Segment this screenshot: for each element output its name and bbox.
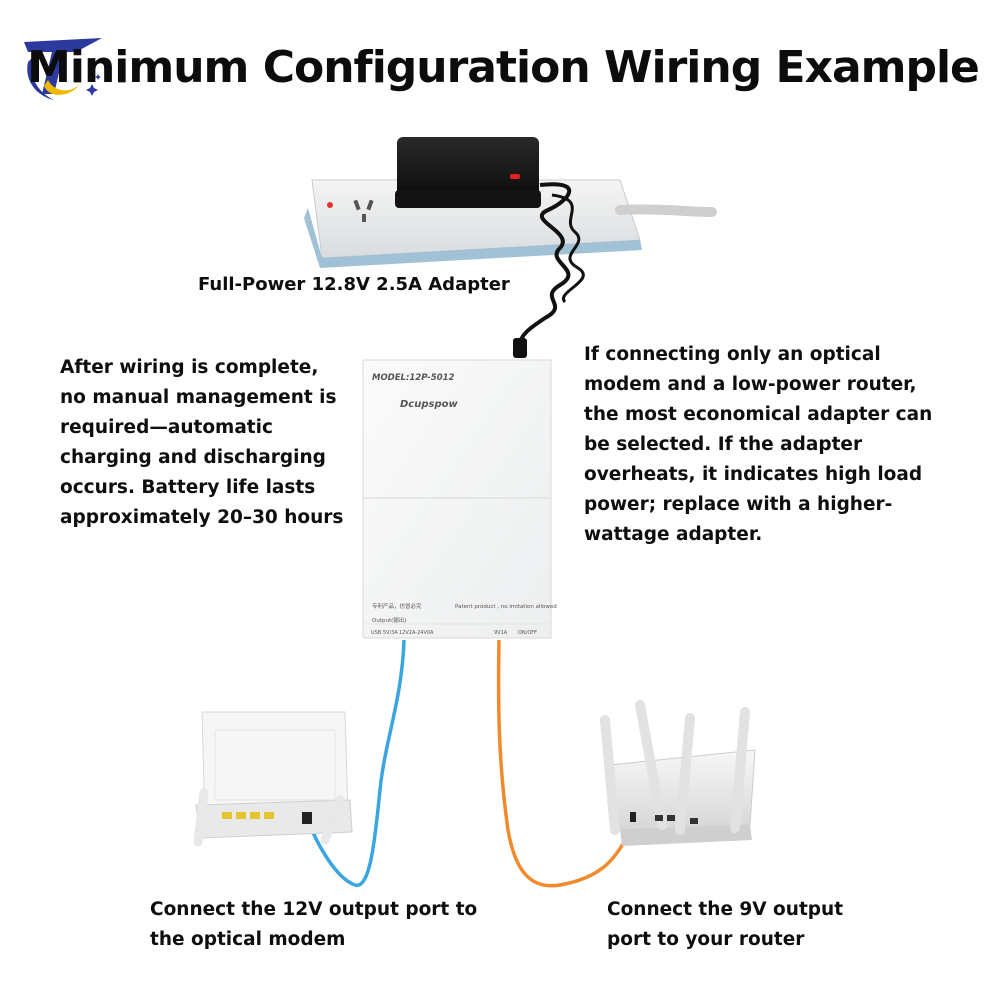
caption-modem: Connect the 12V output port to the optic… bbox=[150, 899, 478, 950]
ups-port-9v: 9V1A bbox=[494, 630, 508, 636]
ups-port-switch: ON/OFF bbox=[518, 630, 537, 636]
mini-ups-icon: MODEL:12P-5012 Dcupspow 专利产品，仿冒必究 Patent… bbox=[362, 359, 557, 639]
cable-9v bbox=[496, 639, 639, 888]
note-right: If connecting only an optical modem and … bbox=[584, 344, 933, 545]
router-icon bbox=[600, 700, 756, 846]
ups-port-12v: 12V2A-24V0A bbox=[399, 630, 434, 636]
page-title: Minimum Configuration Wiring Example bbox=[27, 42, 980, 93]
brand-logo-icon bbox=[24, 38, 102, 100]
ups-model-text: MODEL:12P-5012 bbox=[372, 373, 455, 383]
adapter-label: Full-Power 12.8V 2.5A Adapter bbox=[198, 274, 510, 295]
ups-output-label: Output(输出) bbox=[372, 616, 406, 624]
ups-brand-text: Dcupspow bbox=[400, 399, 458, 410]
power-adapter-icon bbox=[395, 137, 585, 358]
cable-12v bbox=[306, 639, 406, 887]
note-left: After wiring is complete, no manual mana… bbox=[60, 357, 344, 528]
caption-router: Connect the 9V output port to your route… bbox=[607, 899, 844, 950]
ups-port-usb: USB 5V/3A bbox=[371, 630, 398, 636]
optical-modem-icon bbox=[193, 711, 353, 847]
ups-footer-right: Patent product , no imitation allowed bbox=[455, 604, 557, 610]
ups-footer-left: 专利产品，仿冒必究 bbox=[372, 602, 422, 610]
